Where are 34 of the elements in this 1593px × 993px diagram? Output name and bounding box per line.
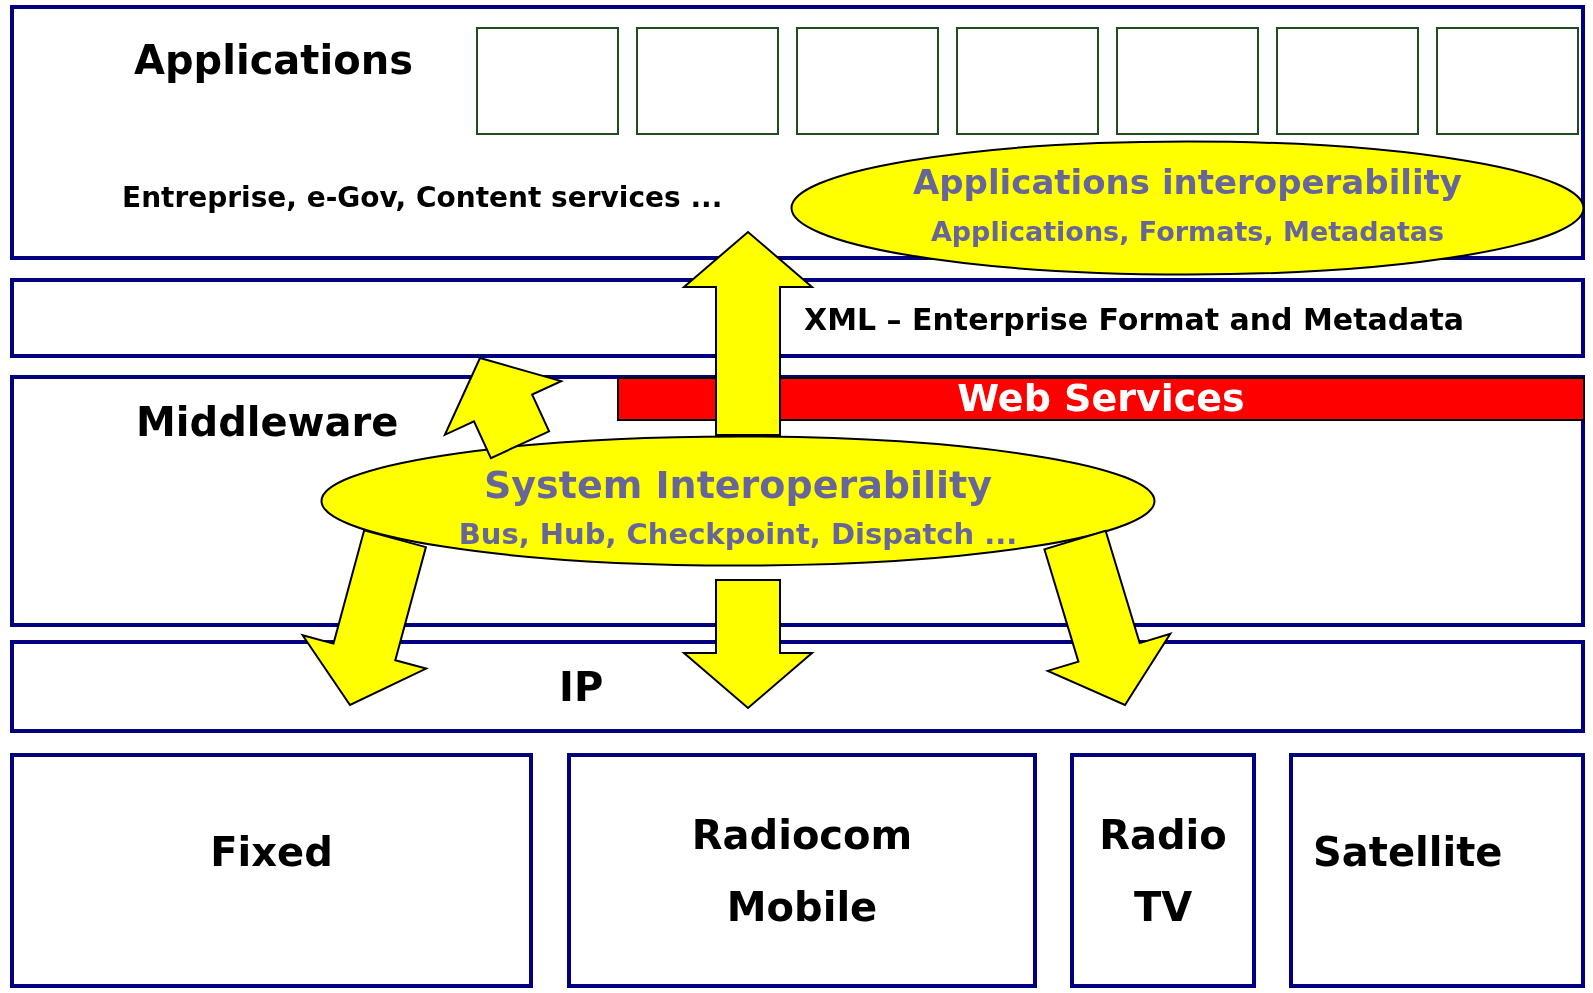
ellipse-title: Applications interoperability — [911, 162, 1464, 202]
application-box — [796, 27, 939, 135]
layer-description: Entreprise, e-Gov, Content services ... — [122, 181, 723, 214]
layer-label: Radio TV — [1098, 811, 1228, 932]
layer-band — [10, 375, 1585, 627]
application-box — [956, 27, 1099, 135]
layer-band — [567, 753, 1037, 988]
application-box — [1276, 27, 1419, 135]
block-arrow — [1043, 529, 1173, 707]
layer-band — [1289, 753, 1585, 988]
ellipse-title: System Interoperability — [482, 463, 994, 507]
block-arrow — [681, 579, 815, 710]
block-arrow — [681, 230, 815, 436]
layer-label: IP — [559, 664, 604, 710]
block-arrow — [442, 356, 565, 460]
application-box — [1436, 27, 1579, 135]
layer-band — [1070, 753, 1256, 988]
application-box — [636, 27, 779, 135]
application-box — [476, 27, 619, 135]
layer-label: Satellite — [1313, 829, 1503, 875]
web-services-bar — [617, 377, 1585, 421]
block-arrow — [300, 529, 429, 707]
ellipse-subtitle: Bus, Hub, Checkpoint, Dispatch ... — [457, 517, 1019, 551]
ellipse-subtitle: Applications, Formats, Metadatas — [929, 216, 1446, 247]
layer-band — [10, 753, 533, 988]
layer-label: Applications — [134, 37, 413, 83]
layer-band — [10, 278, 1585, 358]
layer-label: Fixed — [209, 829, 334, 875]
layer-label: Radiocom Mobile — [690, 811, 914, 932]
layer-label: Middleware — [136, 399, 399, 445]
layer-band — [10, 640, 1585, 733]
application-box — [1116, 27, 1259, 135]
layer-label: XML – Enterprise Format and Metadata — [804, 302, 1465, 337]
layer-label: Web Services — [956, 376, 1246, 420]
